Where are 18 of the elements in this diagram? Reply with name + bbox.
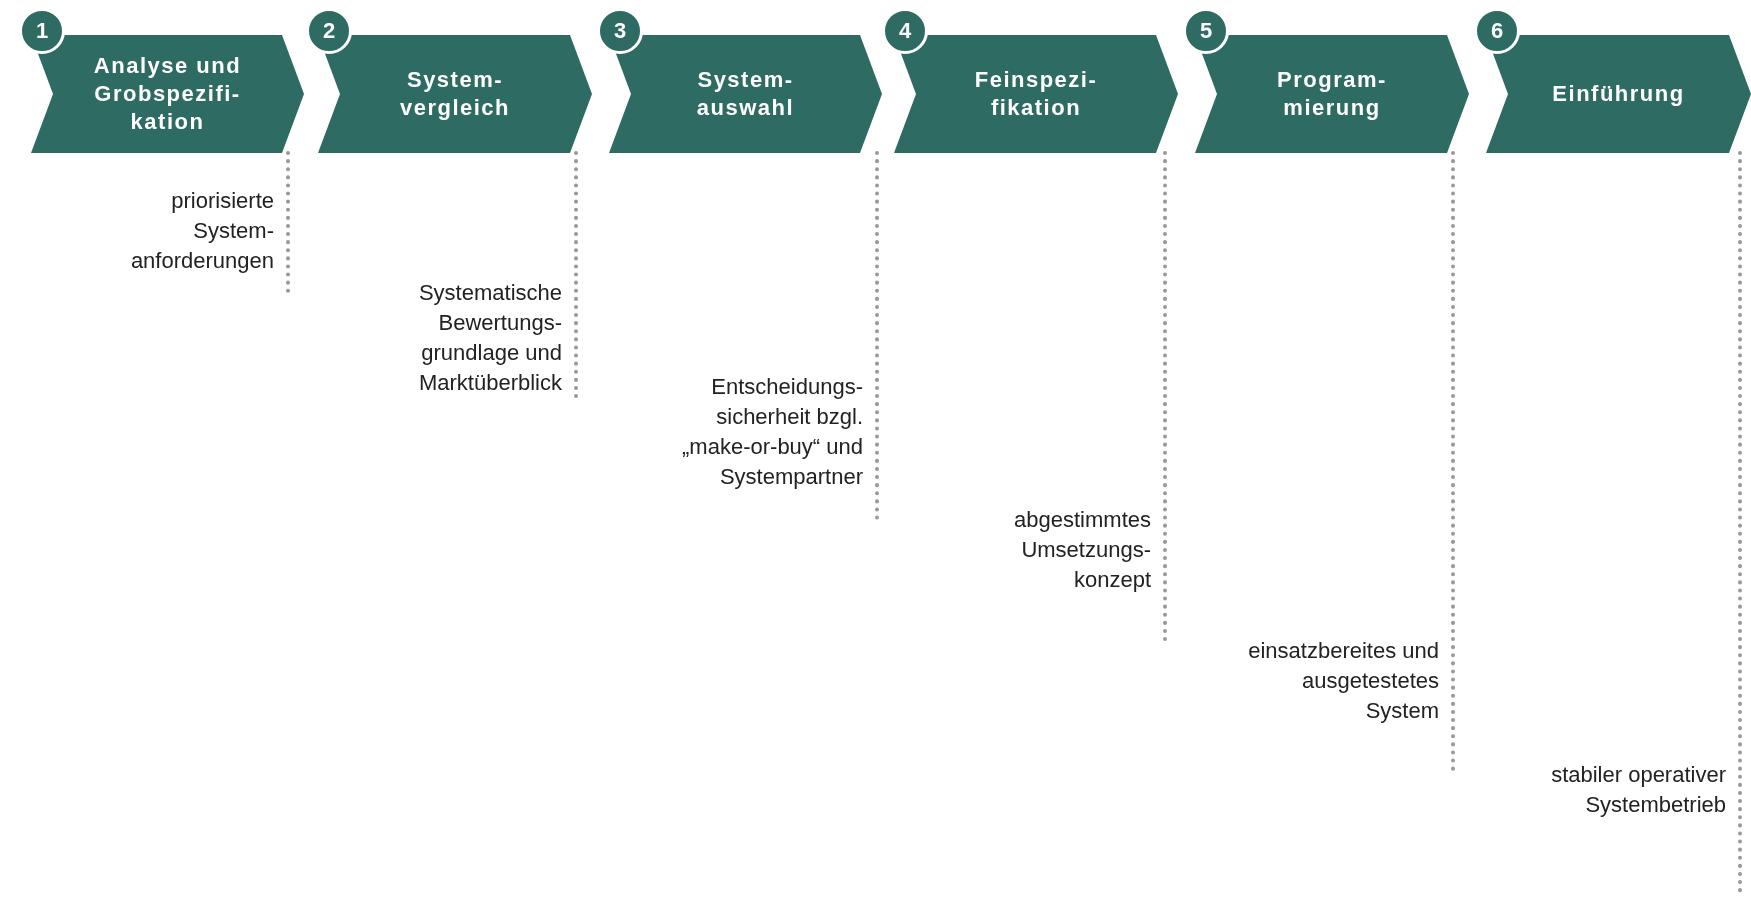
step-number-badge: 3 <box>597 8 643 54</box>
result-text: stabiler operativer Systembetrieb <box>1550 761 1726 819</box>
step-number-badge: 5 <box>1183 8 1229 54</box>
result-text: einsatzbereites und ausgetestetes System <box>1247 637 1439 725</box>
step-title: Program- mierung <box>1276 66 1388 122</box>
step-title: System- vergleich <box>398 66 512 122</box>
step-number-badge: 1 <box>19 8 65 54</box>
step-number-badge: 2 <box>306 8 352 54</box>
step-number-badge: 4 <box>882 8 928 54</box>
step-number-badge: 6 <box>1474 8 1520 54</box>
result-text: Systematische Bewertungs- grundlage und Marktüberblick <box>417 279 562 397</box>
result-text: abgestimmtes Umsetzungs- konzept <box>1013 506 1151 594</box>
result-text: Entscheidungs- sicherheit bzgl. „make-or-buy“ und Systempartner <box>681 373 863 491</box>
step-title: Feinspezi- fikation <box>973 66 1099 122</box>
step-title: System- auswahl <box>695 66 796 122</box>
step-title: Analyse und Grobspezifi- kation <box>92 52 243 136</box>
step-title: Einführung <box>1552 80 1685 108</box>
result-text: priorisierte System- anforderungen <box>129 187 274 275</box>
